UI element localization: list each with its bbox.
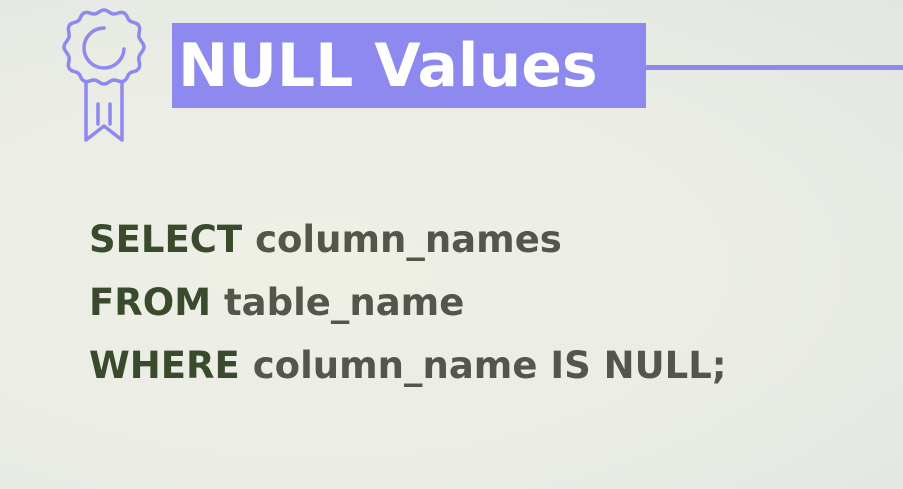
code-line-where: WHERE column_name IS NULL;	[89, 334, 727, 397]
sql-keyword: WHERE	[89, 344, 240, 387]
sql-keyword: SELECT	[89, 218, 243, 261]
sql-text: column_name IS NULL;	[252, 344, 727, 387]
code-line-from: FROM table_name	[89, 271, 727, 334]
sql-text: column_names	[255, 218, 562, 261]
slide-title: NULL Values	[178, 30, 598, 101]
award-ribbon-icon	[62, 8, 146, 142]
title-underline	[644, 65, 903, 70]
sql-text: table_name	[223, 281, 465, 324]
code-line-select: SELECT column_names	[89, 208, 727, 271]
sql-code-block: SELECT column_names FROM table_name WHER…	[89, 208, 727, 397]
sql-keyword: FROM	[89, 281, 212, 324]
title-banner: NULL Values	[172, 23, 646, 108]
